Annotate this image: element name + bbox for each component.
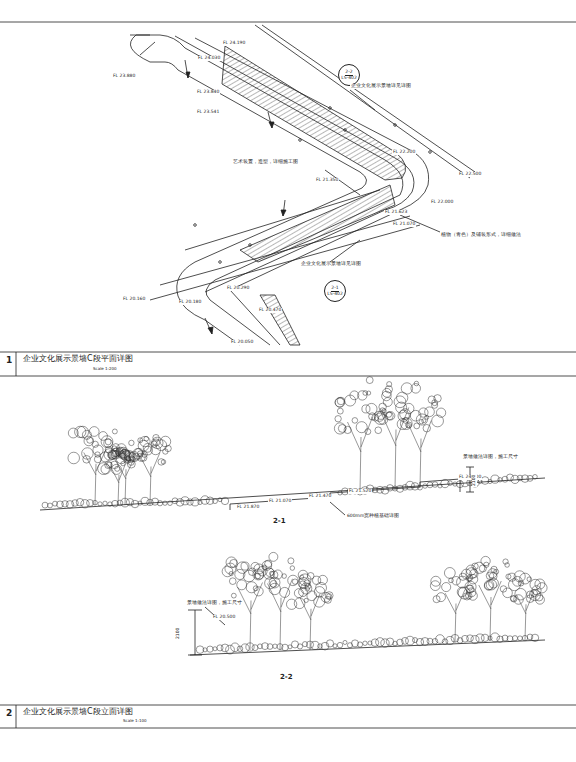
level-label: 2100	[176, 627, 181, 640]
level-label: FL 23.541	[196, 110, 220, 115]
level-label: 2100	[472, 474, 477, 487]
level-label: 600mm宽种植基础详图	[346, 514, 400, 519]
level-label: FL 24.500	[458, 475, 482, 480]
section-title: 2-2	[279, 674, 294, 682]
level-label: FL 20.050	[230, 340, 254, 345]
section-callout: 2-1LS-402	[324, 280, 346, 302]
level-label: FL 22.000	[430, 200, 454, 205]
level-label: 景墙做法详图，施工尺寸	[186, 601, 243, 606]
level-label: 植物（青色）及铺装形式，详细做法	[440, 233, 522, 238]
scale-note: Scale 1:100	[122, 719, 148, 723]
level-label: FL 23.880	[112, 74, 136, 79]
level-label: 艺术装置，造型，详细施工图	[232, 160, 299, 165]
section-title: 2-1	[272, 518, 287, 526]
callout-text: LS-402	[341, 76, 357, 81]
level-label: FL 21.470	[308, 494, 332, 499]
level-label: FL 20.180	[178, 300, 202, 305]
level-label: FL 21.070	[268, 499, 292, 504]
level-label: FL 21.520	[348, 489, 372, 494]
sheet-title: 企业文化展示景墙C段立面详图	[22, 708, 134, 717]
level-label: FL 20.500	[212, 615, 236, 620]
level-label: FL 20.160	[122, 297, 146, 302]
level-label: FL 23.840	[196, 90, 220, 95]
section-callout: 2-2LS-402	[338, 64, 360, 86]
level-label: FL 22.500	[458, 172, 482, 177]
level-label: FL 22.200	[392, 150, 416, 155]
level-label: FL 21.350	[315, 178, 339, 183]
level-label: FL 21.623	[384, 210, 408, 215]
level-label: FL 24.030	[197, 56, 221, 61]
level-label: 企业文化展示景墙详见详图	[300, 262, 362, 267]
sheet-title: 企业文化展示景墙C段平面详图	[22, 355, 134, 364]
level-label: FL 24.190	[222, 41, 246, 46]
sheet-number: 1	[5, 356, 13, 366]
level-label: 企业文化展示景墙详见详图	[350, 84, 412, 89]
level-label: FL 21.070	[392, 222, 416, 227]
level-label: FL 20.290	[226, 286, 250, 291]
callout-text: LS-402	[327, 292, 343, 297]
level-label: 景墙做法详图，施工尺寸	[462, 455, 519, 460]
level-label: FL 20.470	[258, 308, 282, 313]
sheet-number: 2	[5, 709, 13, 719]
level-label: FL 21.870	[236, 505, 260, 510]
scale-note: Scale 1:200	[92, 367, 118, 371]
